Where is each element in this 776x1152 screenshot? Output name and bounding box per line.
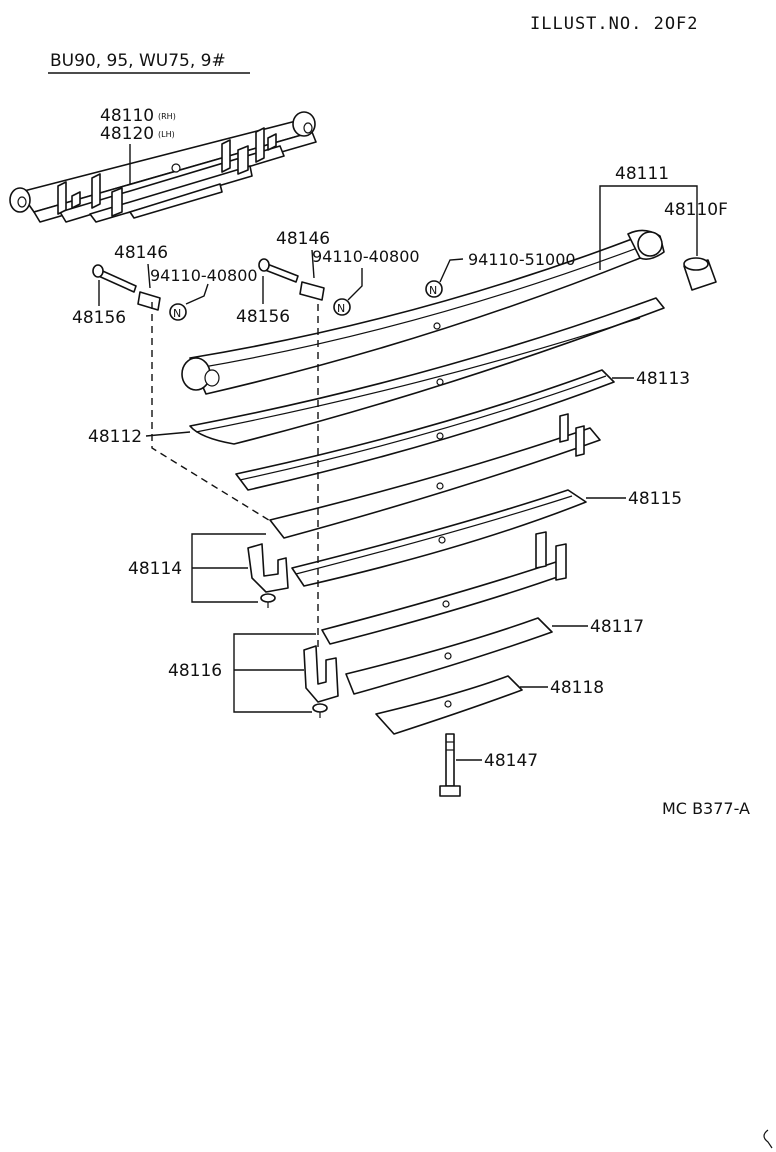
leader-48111	[599, 185, 698, 270]
label-48118: 48118	[550, 678, 604, 698]
clip-48116-icon	[303, 645, 339, 718]
leader-48146-a	[147, 263, 151, 289]
leaf-48113-icon	[235, 369, 615, 491]
clip-48114-icon	[247, 543, 289, 608]
label-48156-b: 48156	[236, 307, 290, 327]
leaf-upper-clip-leaf-icon	[269, 413, 601, 539]
illust-number: ILLUST.NO. 2OF2	[530, 14, 699, 34]
leader-94110-40800-a	[185, 283, 209, 305]
leaf-lower-clip-leaf-icon	[321, 531, 567, 645]
leaf-48118-icon	[375, 675, 523, 735]
svg-text:N: N	[429, 284, 437, 297]
nut-n-icon: N	[169, 303, 187, 321]
label-48110f: 48110F	[664, 200, 728, 220]
leader-48112	[145, 431, 191, 437]
label-94110-40800-b: 94110-40800	[312, 247, 420, 266]
svg-text:N: N	[173, 307, 181, 320]
leaf-spring-assembly-icon	[9, 111, 317, 223]
collar-48146-b-icon	[299, 281, 325, 301]
label-48113: 48113	[636, 369, 690, 389]
corner-mark-icon	[763, 1129, 773, 1149]
leaf-48117-icon	[345, 617, 553, 695]
label-48146-b: 48146	[276, 229, 330, 249]
leader-48146-b	[311, 249, 315, 279]
label-48111: 48111	[615, 164, 669, 184]
label-48120-lh: (LH)	[158, 130, 175, 139]
label-48116: 48116	[168, 661, 222, 681]
label-48115: 48115	[628, 489, 682, 509]
collar-48146-a-icon	[137, 291, 161, 311]
bushing-48110f-icon	[683, 257, 717, 291]
bolt-48156-a-icon	[92, 264, 137, 293]
leaf-48112-icon	[189, 297, 665, 445]
label-48114: 48114	[128, 559, 182, 579]
svg-text:N: N	[337, 302, 345, 315]
leader-94110-51000	[439, 258, 464, 283]
leaf-48115-icon	[291, 489, 587, 587]
label-48110-rh: (RH)	[158, 112, 176, 121]
leader-94110-40800-b	[347, 268, 363, 301]
nut-n-icon: N	[425, 280, 443, 298]
label-48110: 48110	[100, 106, 154, 126]
drawing-code: MC B377-A	[662, 799, 750, 818]
label-48112: 48112	[88, 427, 142, 447]
applicability-text: BU90, 95, WU75, 9#	[50, 51, 226, 71]
label-48146-a: 48146	[114, 243, 168, 263]
nut-n-icon: N	[333, 298, 351, 316]
label-94110-51000: 94110-51000	[468, 250, 576, 269]
center-bolt-48147-icon	[439, 733, 461, 797]
label-48120: 48120	[100, 124, 154, 144]
label-94110-40800-a: 94110-40800	[150, 266, 258, 285]
label-48156-a: 48156	[72, 308, 126, 328]
label-48147: 48147	[484, 751, 538, 771]
bolt-48156-b-icon	[258, 258, 299, 283]
label-48117: 48117	[590, 617, 644, 637]
dashed-assembly-line-left	[151, 302, 273, 523]
leader-48116-bracket	[233, 633, 316, 713]
main-leaf-48111-icon	[181, 229, 665, 395]
